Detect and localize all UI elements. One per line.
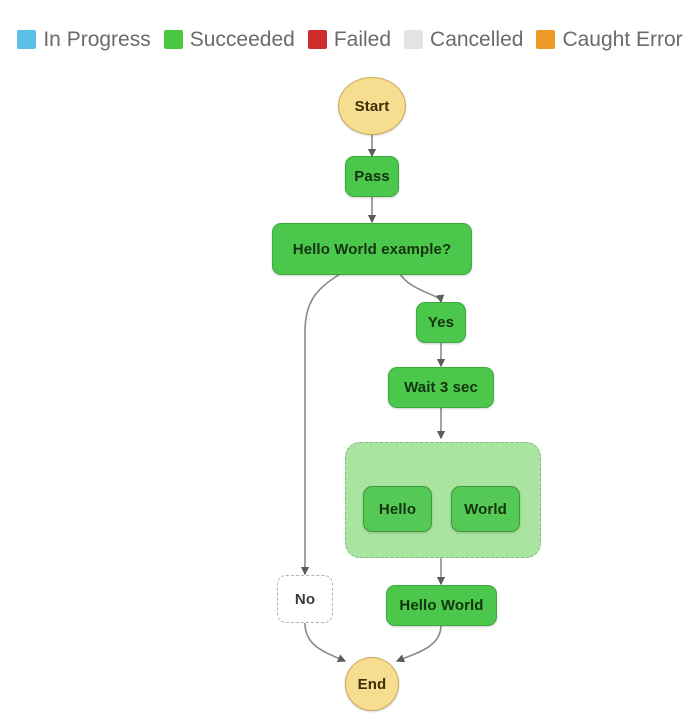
- legend-item-failed: Failed: [307, 27, 392, 51]
- legend-label-caught-error: Caught Error: [562, 27, 683, 51]
- legend-label-in-progress: In Progress: [43, 27, 151, 51]
- legend-swatch-caught-error: [536, 29, 556, 49]
- node-choice[interactable]: Hello World example?: [272, 223, 472, 275]
- node-world-label: World: [464, 500, 507, 518]
- node-hello-world-label: Hello World: [399, 597, 484, 614]
- legend-swatch-in-progress: [17, 29, 37, 49]
- node-wait-label: Wait 3 sec: [404, 379, 478, 396]
- node-yes-label: Yes: [427, 314, 455, 331]
- edge-choice-no: [300, 273, 341, 576]
- legend-label-succeeded: Succeeded: [189, 27, 295, 51]
- node-pass[interactable]: Pass: [345, 156, 399, 197]
- legend-swatch-failed: [307, 29, 327, 49]
- legend-swatch-succeeded: [163, 29, 183, 49]
- node-world[interactable]: World: [451, 486, 520, 532]
- legend-label-cancelled: Cancelled: [430, 27, 524, 51]
- node-no[interactable]: No: [277, 575, 333, 623]
- status-legend: In Progress Succeeded Failed Cancelled C…: [0, 22, 700, 56]
- node-end[interactable]: End: [345, 657, 399, 711]
- edge-choice-yes: [399, 273, 445, 304]
- node-pass-label: Pass: [354, 168, 390, 185]
- workflow-graph[interactable]: Start Pass Hello World example? Yes Wait…: [0, 56, 700, 722]
- node-hello-label: Hello: [378, 500, 417, 518]
- edge-no-end: [304, 622, 347, 663]
- node-wait[interactable]: Wait 3 sec: [388, 367, 494, 408]
- legend-item-succeeded: Succeeded: [163, 27, 295, 51]
- legend-item-cancelled: Cancelled: [404, 29, 523, 50]
- node-hello[interactable]: Hello: [363, 486, 432, 532]
- node-no-label: No: [294, 590, 316, 608]
- node-yes[interactable]: Yes: [416, 302, 466, 343]
- legend-item-caught-error: Caught Error: [536, 27, 683, 51]
- node-start[interactable]: Start: [338, 77, 406, 135]
- legend-label-failed: Failed: [333, 27, 392, 51]
- node-end-label: End: [357, 675, 387, 693]
- legend-item-in-progress: In Progress: [17, 27, 151, 51]
- legend-swatch-cancelled: [404, 29, 424, 49]
- edge-helloworld-end: [395, 624, 442, 663]
- node-hello-world[interactable]: Hello World: [386, 585, 497, 626]
- node-choice-label: Hello World example?: [292, 240, 452, 258]
- node-start-label: Start: [354, 97, 390, 115]
